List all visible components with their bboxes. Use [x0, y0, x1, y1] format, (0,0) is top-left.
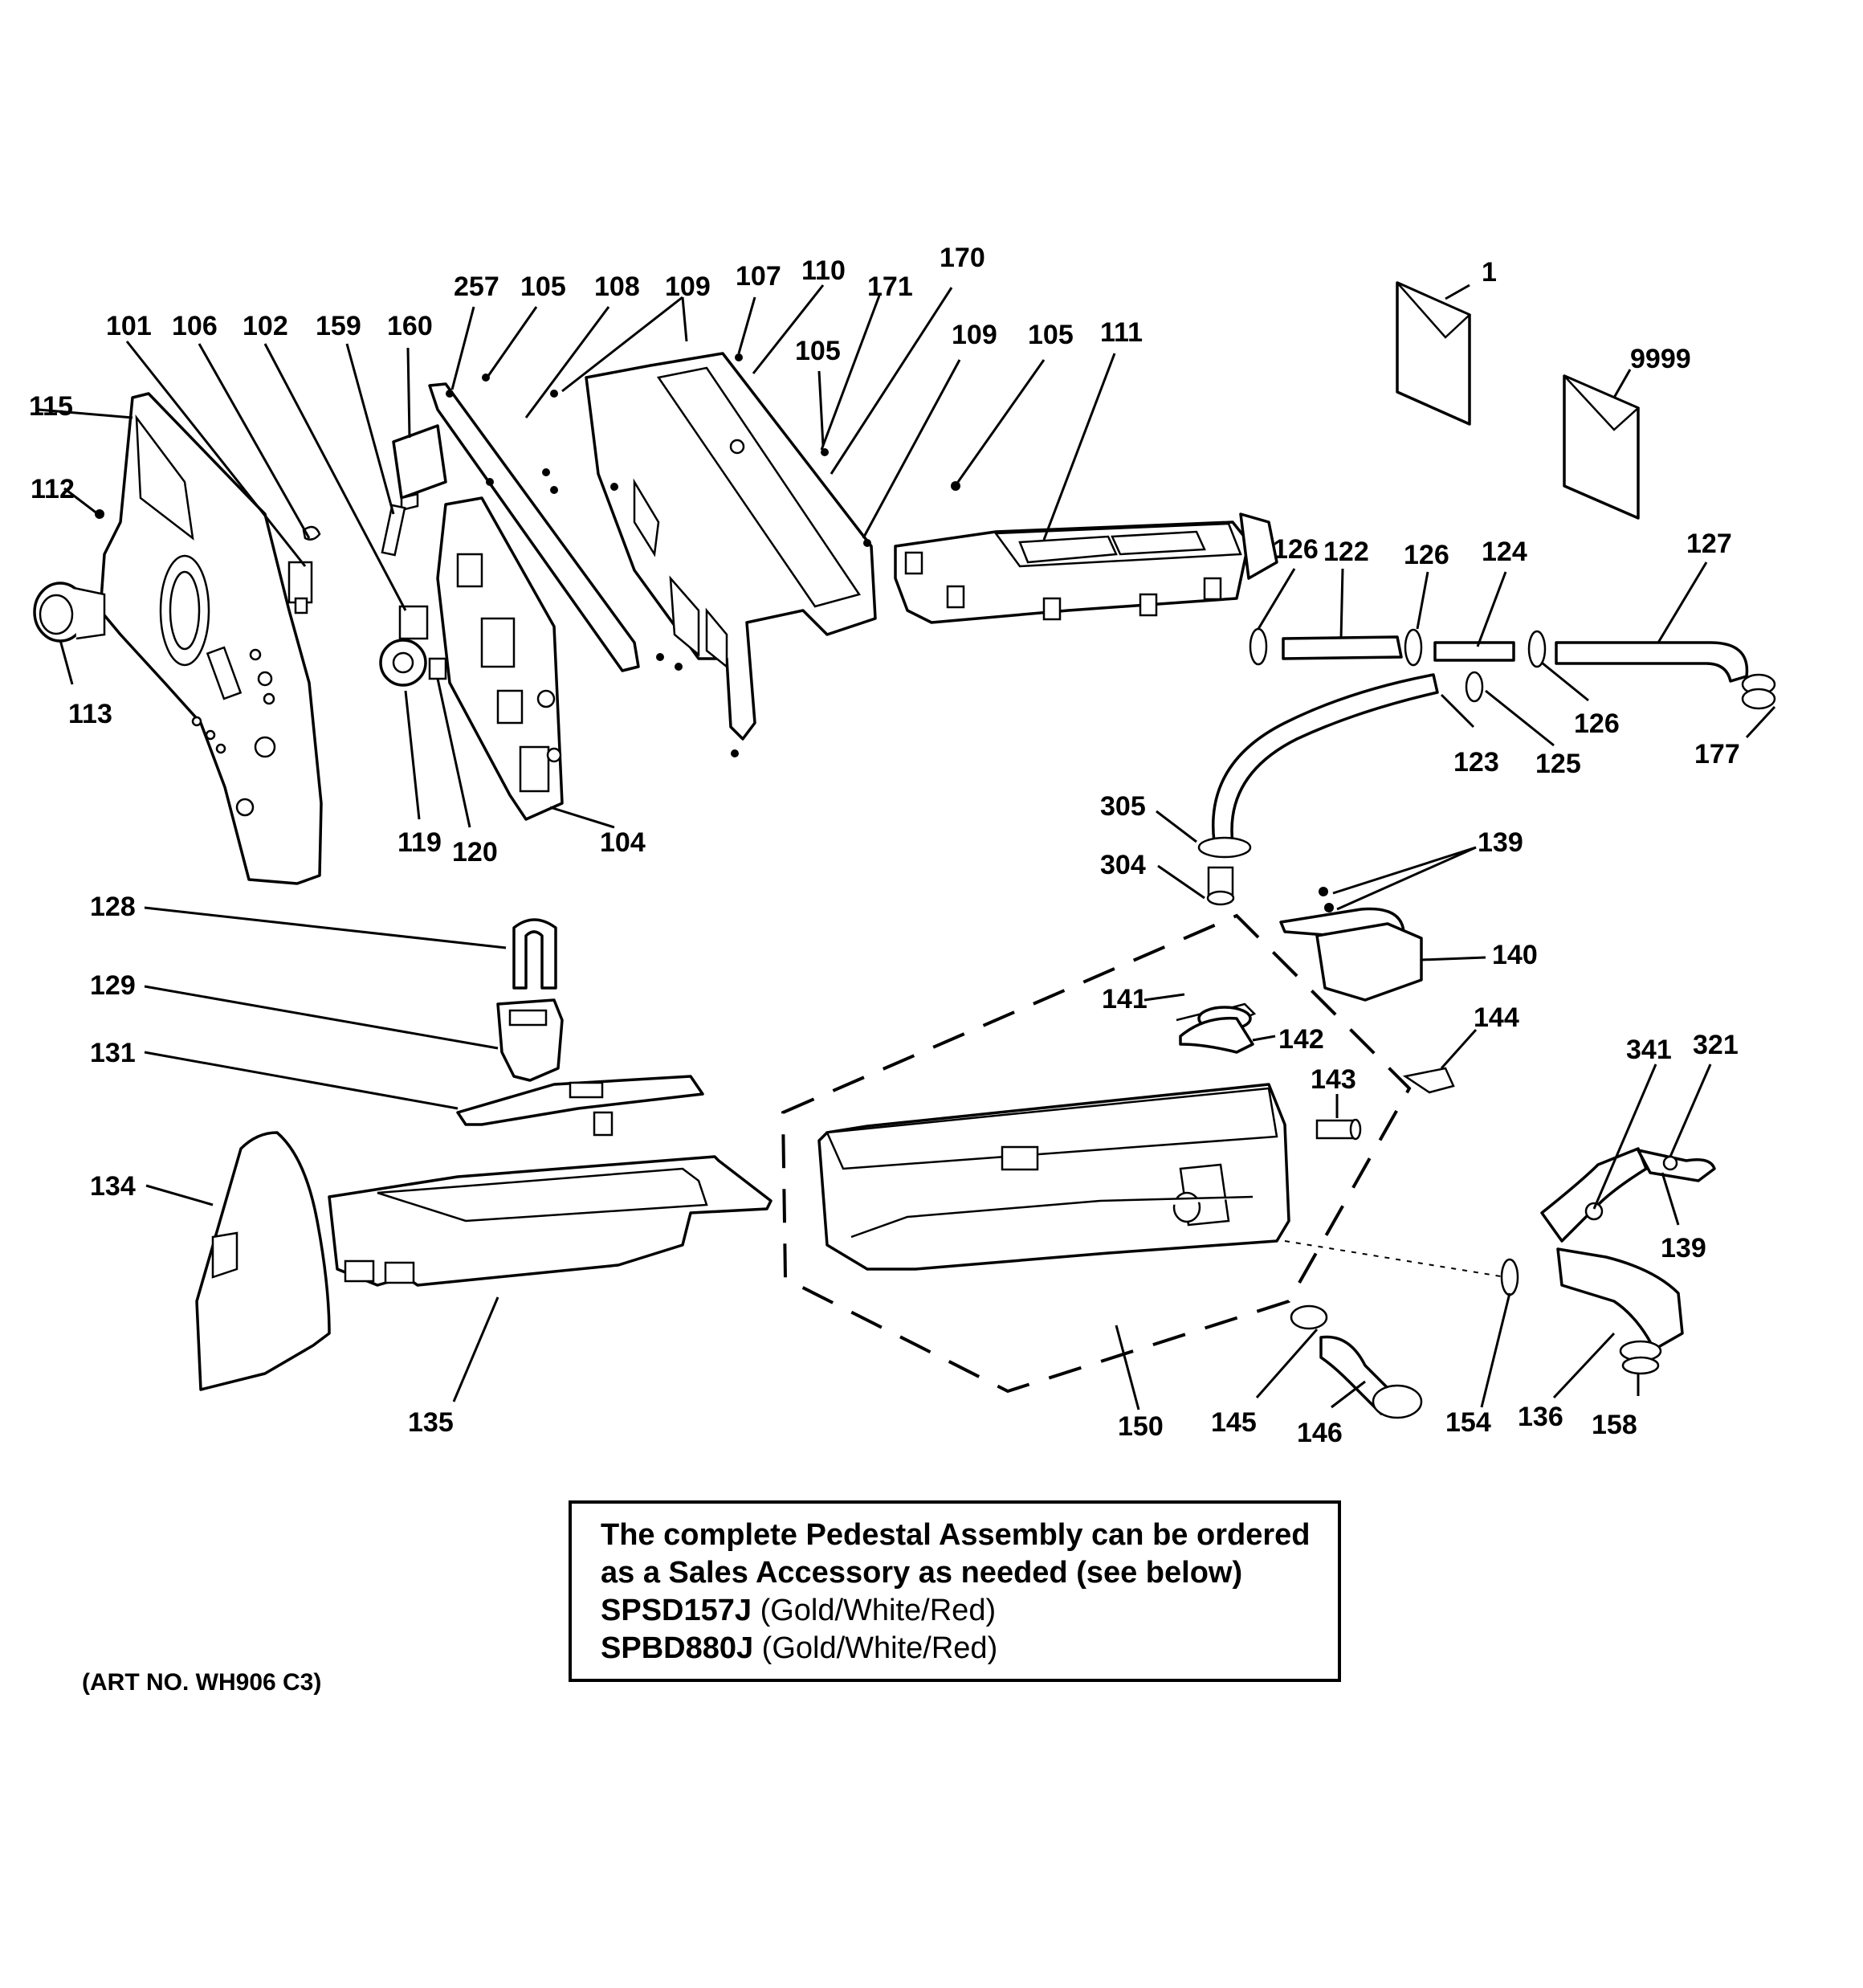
connector-159: [381, 504, 406, 557]
callout-labels: 1 9999 101 106 102 159 160 257 105 108 1…: [29, 243, 1740, 1448]
literature-1: [1396, 281, 1472, 426]
knob-part: [33, 582, 106, 643]
callout-110: 110: [801, 255, 846, 286]
callout-139: 139: [1661, 1233, 1706, 1263]
screw-112: [95, 509, 104, 519]
callout-134: 134: [90, 1171, 136, 1202]
callout-105: 105: [1028, 320, 1074, 350]
callout-177: 177: [1694, 739, 1740, 769]
callout-124: 124: [1482, 537, 1527, 567]
callout-105: 105: [795, 336, 841, 366]
callout-128: 128: [90, 892, 136, 922]
callout-109: 109: [952, 320, 997, 350]
callout-127: 127: [1686, 529, 1732, 559]
callout-321: 321: [1693, 1030, 1739, 1060]
art-number: (ART NO. WH906 C3): [82, 1669, 322, 1696]
note-model-1: SPSD157J (Gold/White/Red): [601, 1592, 1338, 1630]
screws-row: [446, 353, 960, 757]
callout-108: 108: [594, 271, 640, 302]
callout-1: 1: [1482, 257, 1497, 288]
callout-9999: 9999: [1630, 344, 1691, 374]
callout-145: 145: [1211, 1407, 1257, 1438]
pedestal-note-box: The complete Pedestal Assembly can be or…: [569, 1500, 1341, 1682]
callout-171: 171: [867, 271, 913, 302]
drain-hose-group: [1284, 1147, 1716, 1375]
hose-part-group: [1197, 627, 1776, 906]
pedestal-parts-group: [195, 918, 773, 1391]
callout-141: 141: [1102, 984, 1148, 1014]
callout-125: 125: [1535, 749, 1581, 779]
callout-123: 123: [1453, 747, 1499, 778]
model-number: SPBD880J: [601, 1631, 754, 1665]
callout-126: 126: [1404, 540, 1449, 570]
callout-143: 143: [1311, 1064, 1356, 1095]
pedestal-assembly-outline: [781, 913, 1412, 1394]
callout-257: 257: [454, 271, 499, 302]
model-colors: (Gold/White/Red): [752, 1594, 997, 1627]
callout-105: 105: [520, 271, 566, 302]
callout-106: 106: [172, 311, 218, 341]
control-board-104: [436, 496, 564, 821]
callout-144: 144: [1474, 1002, 1519, 1033]
drain-hose-146: [1290, 1304, 1423, 1419]
callout-150: 150: [1118, 1411, 1164, 1442]
callout-142: 142: [1278, 1024, 1324, 1055]
note-line-1: The complete Pedestal Assembly can be or…: [601, 1518, 1311, 1552]
callout-154: 154: [1445, 1407, 1491, 1438]
callout-146: 146: [1297, 1418, 1343, 1448]
callout-107: 107: [736, 261, 781, 292]
callout-139: 139: [1478, 827, 1523, 858]
callout-136: 136: [1518, 1402, 1563, 1432]
callout-109: 109: [665, 271, 711, 302]
callout-126: 126: [1574, 708, 1620, 739]
model-colors: (Gold/White/Red): [753, 1631, 998, 1665]
selector-102: [379, 605, 447, 687]
callout-131: 131: [90, 1038, 136, 1068]
control-panel-part: [99, 392, 323, 885]
drain-pump-body: [817, 1083, 1290, 1271]
switch-101: [287, 561, 313, 614]
callout-135: 135: [408, 1407, 454, 1438]
callout-305: 305: [1100, 791, 1146, 822]
callout-159: 159: [316, 311, 361, 341]
bracket-160: [392, 424, 447, 512]
leader-lines: [38, 284, 1776, 1410]
callout-160: 160: [387, 311, 433, 341]
callout-170: 170: [940, 243, 985, 273]
small-parts-group: [1176, 887, 1455, 1141]
callout-304: 304: [1100, 850, 1146, 880]
model-number: SPSD157J: [601, 1594, 752, 1627]
callout-115: 115: [29, 391, 73, 422]
callout-113: 113: [68, 699, 112, 729]
callout-122: 122: [1323, 537, 1369, 567]
callout-104: 104: [600, 827, 646, 858]
callout-111: 111: [1100, 317, 1143, 348]
callout-341: 341: [1626, 1035, 1672, 1065]
callout-119: 119: [397, 827, 442, 858]
literature-9999: [1563, 374, 1641, 520]
callout-126: 126: [1273, 534, 1319, 565]
callout-112: 112: [31, 474, 75, 504]
callout-129: 129: [90, 970, 136, 1001]
callout-102: 102: [243, 311, 288, 341]
callout-120: 120: [452, 837, 498, 867]
note-model-2: SPBD880J (Gold/White/Red): [601, 1630, 1338, 1668]
callout-140: 140: [1492, 940, 1538, 970]
callout-158: 158: [1592, 1410, 1637, 1440]
dispenser-module-111: [894, 512, 1278, 624]
note-line-2: as a Sales Accessory as needed (see belo…: [601, 1556, 1243, 1590]
top-frame-part: [428, 352, 877, 741]
callout-101: 101: [106, 311, 152, 341]
